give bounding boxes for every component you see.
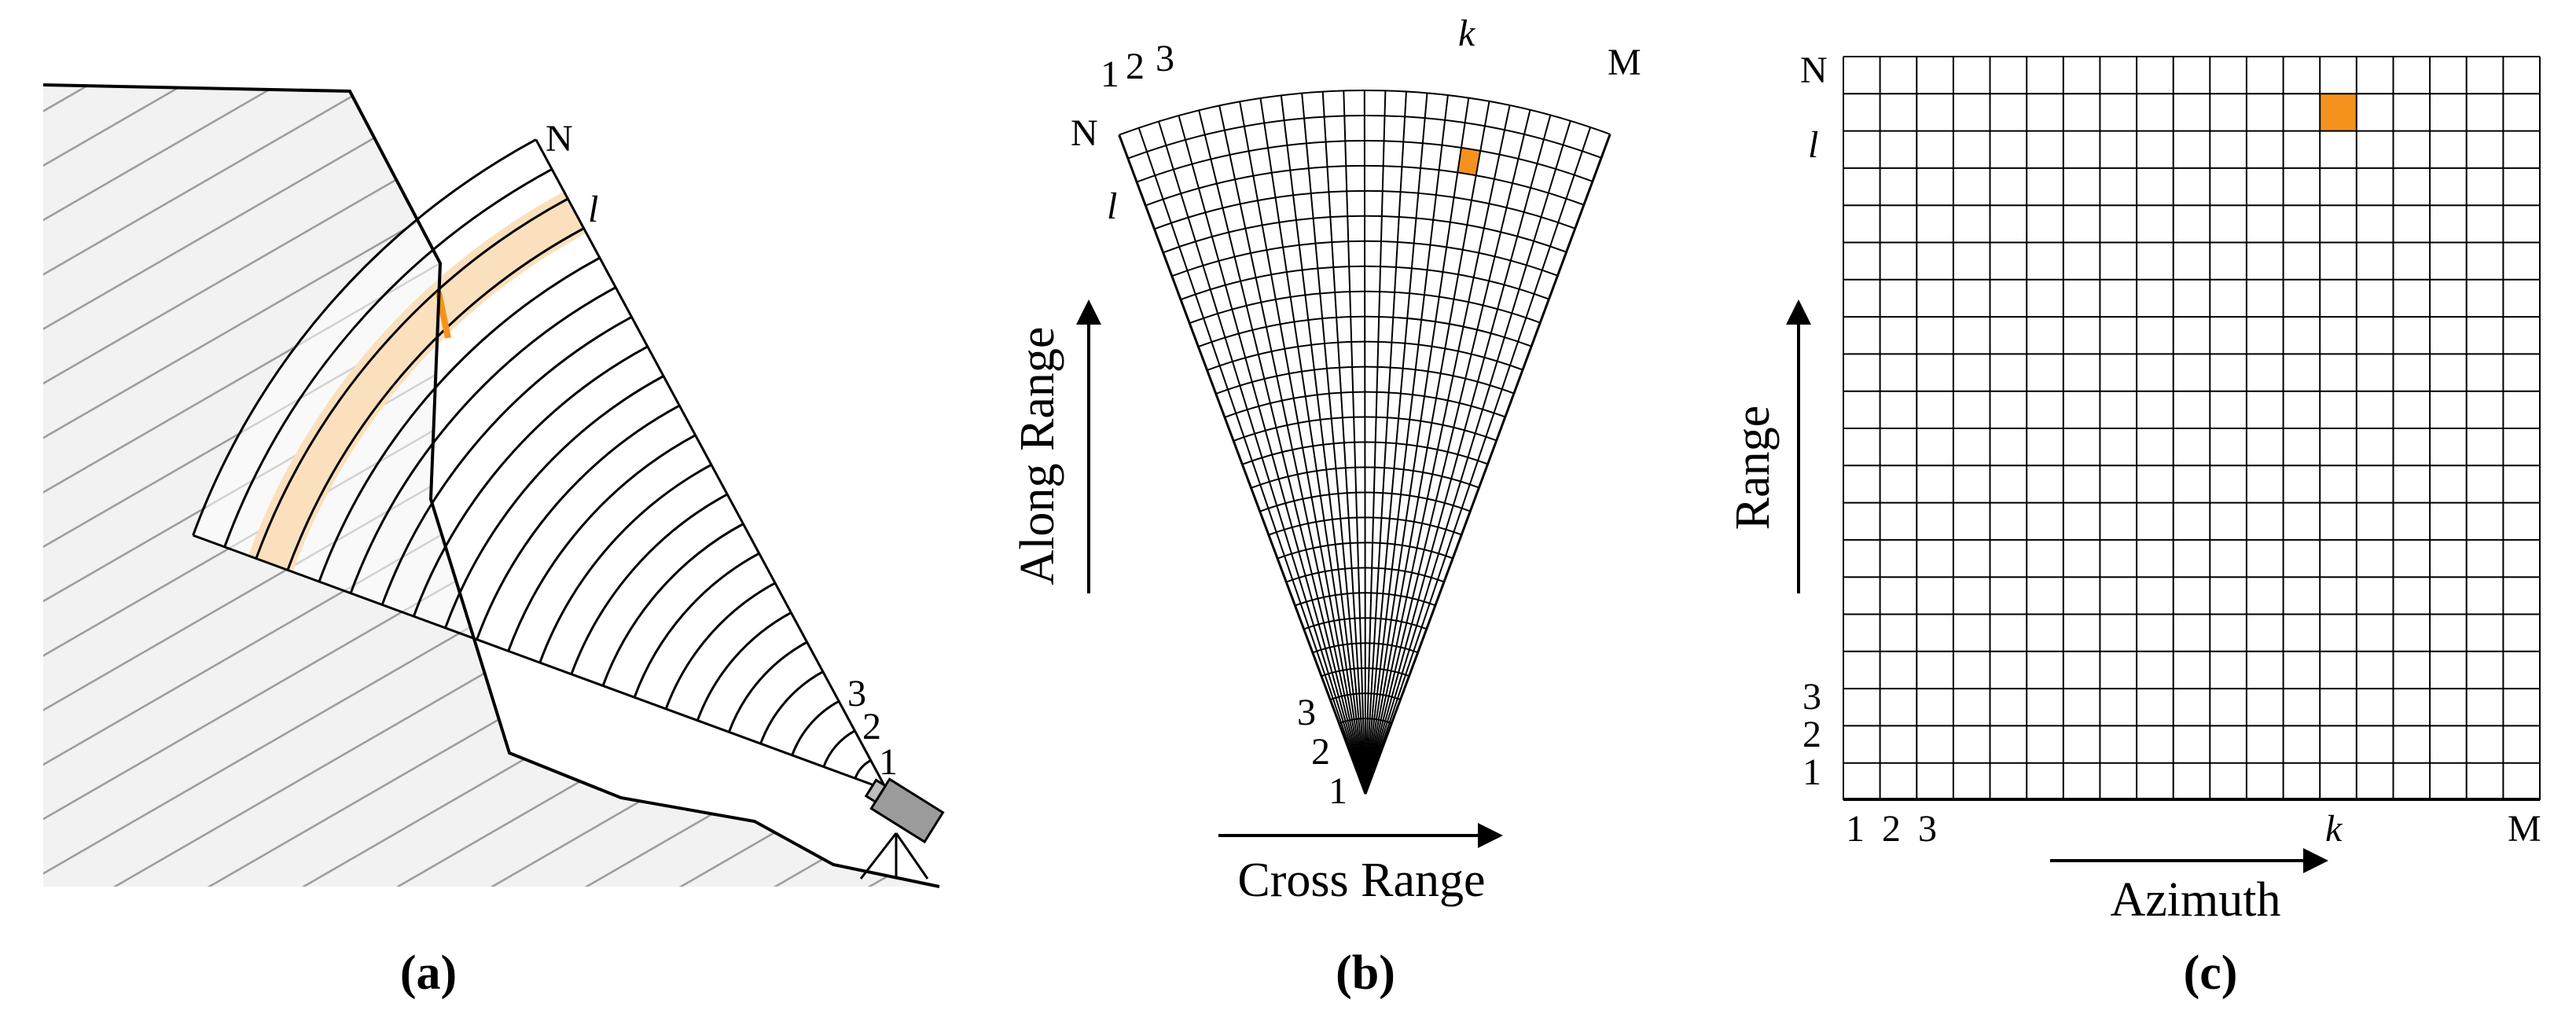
cross-range-label: Cross Range	[1237, 854, 1485, 907]
panel-a-label-N: N	[546, 118, 573, 160]
panel-b-top-k: k	[1458, 13, 1476, 54]
range-arc	[791, 700, 840, 756]
azimuth-label: Azimuth	[2111, 873, 2281, 927]
azimuth-ray	[1364, 134, 1611, 795]
panel-c-cartesian-grid: N l 3 2 1 1 2 3 k M Range Azimuth (c)	[1726, 50, 2541, 1000]
range-arc	[664, 582, 776, 710]
highlighted-cell-c	[2320, 94, 2357, 131]
azimuth-ray	[1365, 90, 1387, 795]
cartesian-grid-c	[1843, 56, 2541, 802]
panel-c-row-l: l	[1808, 124, 1818, 166]
polar-grid-b	[1118, 89, 1611, 795]
range-arc	[601, 523, 744, 687]
panel-c-col-1: 1	[1846, 808, 1865, 850]
terrain-hatched-area	[43, 85, 939, 887]
range-arc	[380, 315, 633, 605]
range-arc	[822, 729, 856, 768]
azimuth-ray	[1259, 97, 1366, 795]
fan-edge-left	[193, 534, 887, 791]
azimuth-ray	[1365, 95, 1449, 795]
panel-c-col-M: M	[2508, 808, 2541, 850]
panel-a-label-3: 3	[847, 673, 866, 714]
range-arc	[570, 493, 728, 675]
azimuth-ray	[1365, 109, 1531, 795]
panel-b-polar-grid: 1 2 3 1 2 3 k M N l Along Range Cross Ra…	[1011, 13, 1641, 1000]
highlighted-cell-b	[1457, 147, 1481, 176]
panel-c-row-1: 1	[1802, 751, 1821, 793]
terrain-outline	[42, 83, 940, 888]
azimuth-ray	[1239, 101, 1366, 795]
azimuth-ray	[1365, 91, 1407, 795]
range-ring	[1119, 89, 1611, 136]
panel-b-top-2: 2	[1126, 46, 1145, 87]
along-range-label: Along Range	[1011, 327, 1064, 586]
panel-b-label-2: 2	[1311, 731, 1330, 773]
panel-b-top-3: 3	[1156, 38, 1174, 79]
panel-c-caption: (c)	[2184, 946, 2238, 1000]
range-arc	[633, 552, 760, 698]
camera-icon	[864, 777, 945, 844]
tripod-icon	[859, 832, 929, 880]
fan-edge-right	[535, 138, 888, 791]
panel-c-row-N: N	[1800, 50, 1828, 91]
range-arc	[727, 641, 808, 733]
azimuth-ray	[1218, 105, 1366, 795]
azimuth-ray	[1365, 97, 1470, 795]
azimuth-ray	[1178, 115, 1366, 795]
panel-a-label-1: 1	[879, 741, 898, 783]
azimuth-ray	[1198, 110, 1366, 795]
azimuth-ray	[1365, 93, 1428, 795]
fan-a-area	[195, 140, 887, 790]
panel-c-row-2: 2	[1802, 714, 1821, 755]
fan-a-clipped	[195, 140, 887, 790]
range-arc	[286, 227, 585, 571]
panel-a-terrain-scan: N l 3 2 1 (a)	[42, 83, 945, 1000]
panel-b-top-M: M	[1608, 42, 1641, 83]
range-arc	[223, 167, 553, 548]
range-arc	[507, 434, 696, 652]
panel-b-label-3: 3	[1297, 692, 1316, 733]
azimuth-ray	[1158, 121, 1366, 795]
range-arc	[854, 759, 872, 779]
panel-c-col-3: 3	[1918, 808, 1937, 850]
panel-b-caption: (b)	[1336, 946, 1395, 1000]
azimuth-ray	[1301, 93, 1366, 795]
azimuth-ray	[1365, 120, 1571, 795]
panel-c-row-3: 3	[1802, 676, 1821, 718]
panel-c-col-k: k	[2325, 808, 2343, 850]
range-arc	[476, 404, 681, 641]
range-arc	[412, 345, 649, 617]
grid-origin-apex	[1353, 747, 1378, 794]
azimuth-ray	[1365, 115, 1552, 795]
azimuth-ray	[1365, 101, 1490, 795]
panel-c-col-2: 2	[1882, 808, 1901, 850]
range-arc	[349, 286, 616, 594]
panel-b-top-1: 1	[1101, 53, 1119, 95]
highlight-range-band	[248, 191, 586, 572]
panel-a-caption: (a)	[400, 946, 457, 1000]
range-arc	[696, 611, 792, 722]
azimuth-ray	[1137, 127, 1366, 795]
azimuth-ray	[1118, 134, 1367, 795]
range-arc	[255, 197, 569, 560]
range-arc	[192, 138, 537, 536]
azimuth-ray	[1343, 90, 1366, 795]
range-arc	[318, 256, 601, 582]
range-label: Range	[1726, 406, 1780, 530]
azimuth-ray	[1365, 127, 1592, 795]
panel-b-side-N: N	[1071, 112, 1098, 154]
range-arc	[444, 375, 664, 629]
range-arc	[759, 670, 824, 744]
panel-a-label-l: l	[588, 189, 598, 230]
range-arc	[538, 463, 712, 663]
azimuth-ray	[1321, 91, 1366, 795]
radar-fan-a	[192, 138, 888, 791]
panel-b-label-1: 1	[1328, 770, 1347, 812]
panel-a-label-2: 2	[862, 706, 881, 747]
azimuth-ray	[1280, 95, 1366, 795]
azimuth-ray	[1365, 105, 1511, 795]
panel-b-side-l: l	[1107, 185, 1117, 227]
